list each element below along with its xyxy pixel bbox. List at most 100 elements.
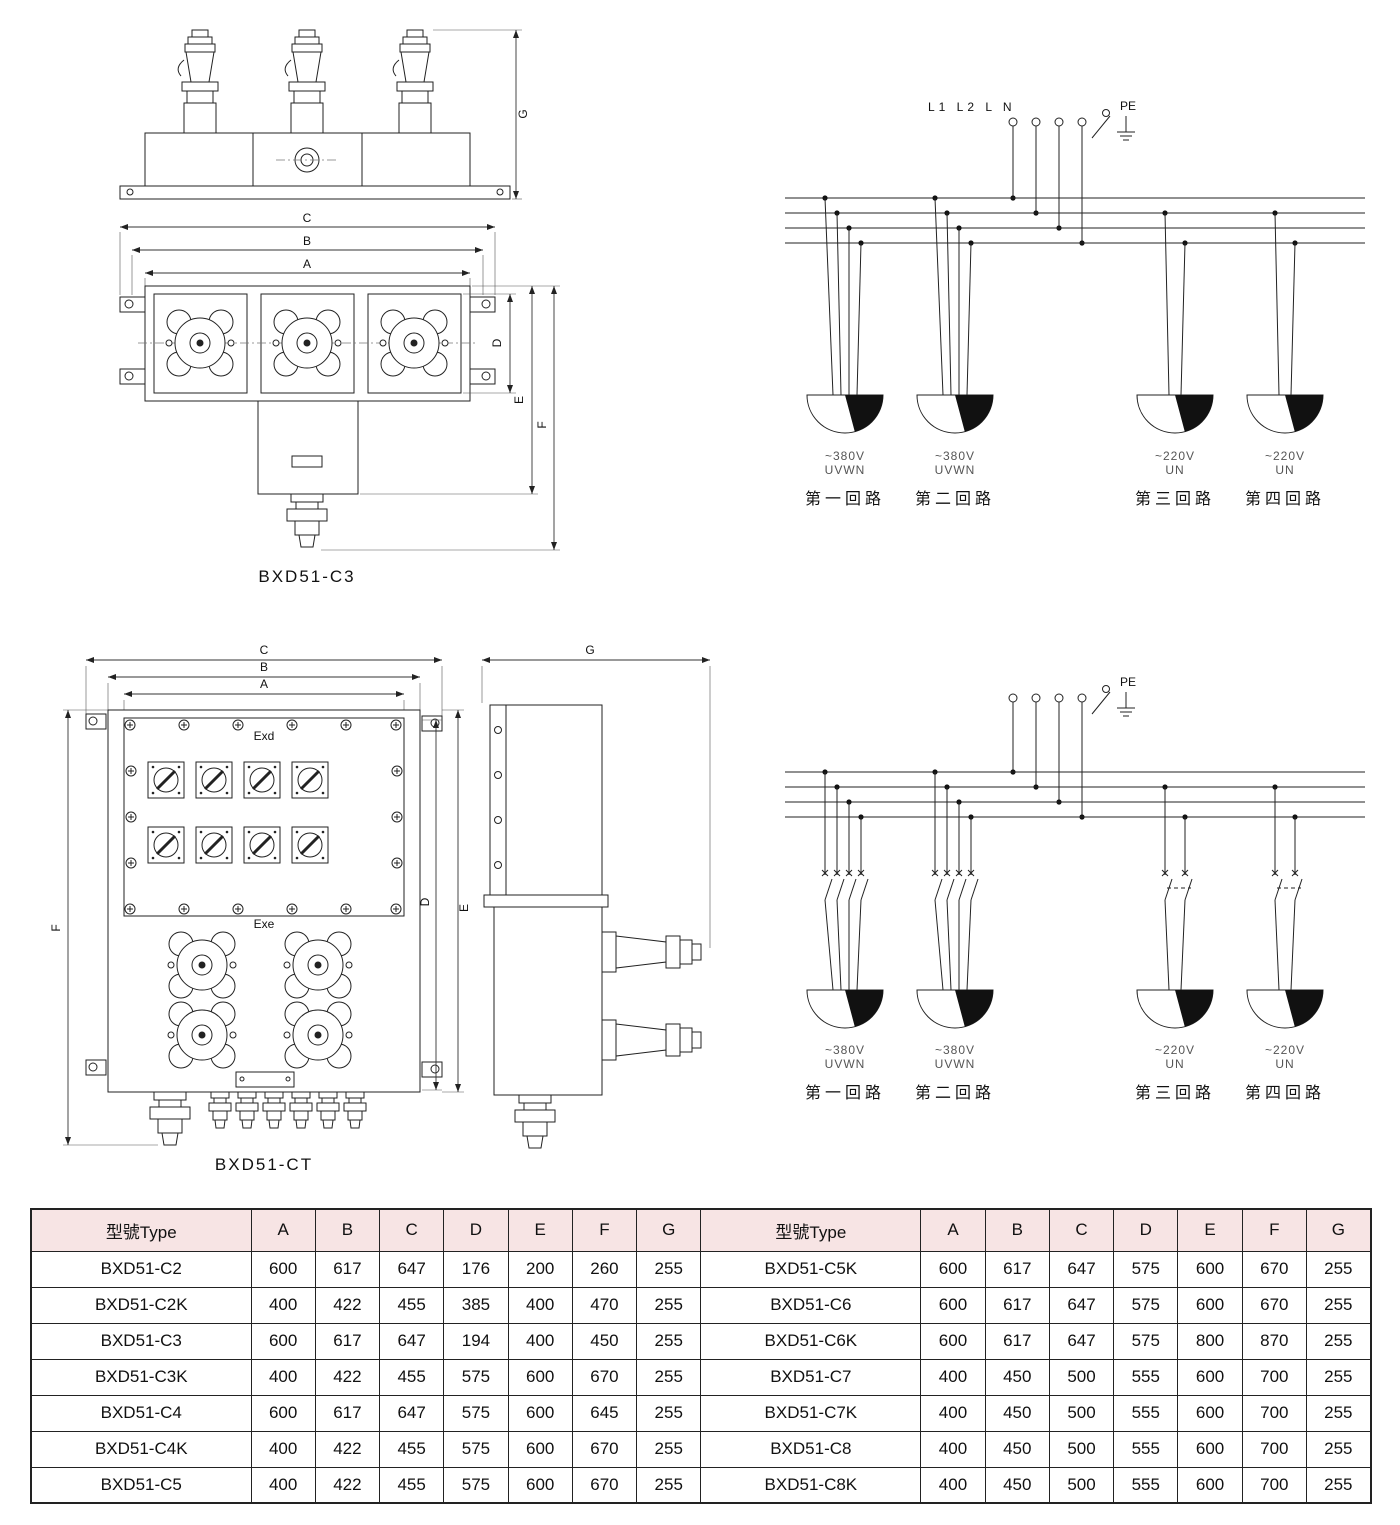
value-cell: 645 <box>571 1394 638 1432</box>
value-cell: 600 <box>1177 1430 1243 1468</box>
header-cell: A <box>920 1208 986 1252</box>
value-cell: 555 <box>1113 1394 1179 1432</box>
dim-label-a: A <box>303 257 311 271</box>
value-cell: 600 <box>507 1394 573 1432</box>
outlet-terminals: UVWN <box>825 1057 866 1071</box>
pe-label: PE <box>1120 99 1136 113</box>
value-cell: 255 <box>636 1430 702 1468</box>
value-cell: 455 <box>379 1430 445 1468</box>
table-row: BXD51-C2K 400 422 455 385 400 470 255 BX… <box>30 1286 1372 1324</box>
circuit-diagram-2: PE ~380V UVWN 第一回路 <box>785 675 1365 1102</box>
value-cell: 600 <box>1177 1394 1243 1432</box>
dim-label-f: F <box>535 421 549 428</box>
value-cell: 700 <box>1241 1466 1307 1504</box>
value-cell: 600 <box>1177 1250 1243 1288</box>
value-cell: 176 <box>443 1250 509 1288</box>
outlet-voltage: ~220V <box>1155 449 1195 463</box>
value-cell: 500 <box>1048 1430 1115 1468</box>
value-cell: 700 <box>1241 1394 1307 1432</box>
value-cell: 255 <box>636 1286 702 1324</box>
figure-bxd51-c3: G C B A <box>119 29 560 586</box>
model-cell: BXD51-C5 <box>30 1466 252 1504</box>
header-cell: F <box>1241 1208 1307 1252</box>
value-cell: 260 <box>571 1250 638 1288</box>
header-cell: A <box>250 1208 316 1252</box>
dim-label-b: B <box>303 234 311 248</box>
value-cell: 575 <box>443 1466 509 1504</box>
value-cell: 422 <box>314 1358 381 1396</box>
circuit-name: 第三回路 <box>1135 1084 1215 1102</box>
value-cell: 500 <box>1048 1394 1115 1432</box>
value-cell: 575 <box>443 1358 509 1396</box>
value-cell: 255 <box>1305 1466 1372 1504</box>
value-cell: 575 <box>1113 1322 1179 1360</box>
value-cell: 450 <box>984 1466 1050 1504</box>
model-cell: BXD51-C6K <box>700 1322 922 1360</box>
value-cell: 400 <box>920 1358 986 1396</box>
value-cell: 600 <box>507 1430 573 1468</box>
value-cell: 670 <box>571 1358 638 1396</box>
spec-table: 型號Type A B C D E F G 型號Type A B C D E F … <box>30 1208 1372 1504</box>
ct-side-view: G <box>481 643 711 1149</box>
value-cell: 647 <box>379 1394 445 1432</box>
table-row: BXD51-C3K 400 422 455 575 600 670 255 BX… <box>30 1358 1372 1396</box>
value-cell: 617 <box>314 1250 381 1288</box>
value-cell: 455 <box>379 1286 445 1324</box>
value-cell: 400 <box>920 1394 986 1432</box>
value-cell: 400 <box>920 1466 986 1504</box>
value-cell: 670 <box>1241 1286 1307 1324</box>
circuit-name: 第二回路 <box>915 1084 995 1102</box>
value-cell: 600 <box>920 1286 986 1324</box>
value-cell: 700 <box>1241 1430 1307 1468</box>
value-cell: 194 <box>443 1322 509 1360</box>
value-cell: 600 <box>507 1358 573 1396</box>
dim-label-c: C <box>260 643 269 657</box>
outlet-voltage: ~220V <box>1155 1043 1195 1057</box>
value-cell: 555 <box>1113 1466 1179 1504</box>
model-cell: BXD51-C8 <box>700 1430 922 1468</box>
outlet-voltage: ~380V <box>935 449 975 463</box>
header-cell: B <box>314 1208 381 1252</box>
value-cell: 600 <box>507 1466 573 1504</box>
circuit-name: 第四回路 <box>1245 490 1325 508</box>
value-cell: 255 <box>1305 1430 1372 1468</box>
value-cell: 400 <box>250 1466 316 1504</box>
header-cell: E <box>1177 1208 1243 1252</box>
outlet-voltage: ~220V <box>1265 449 1305 463</box>
value-cell: 600 <box>920 1250 986 1288</box>
header-cell: F <box>571 1208 638 1252</box>
value-cell: 470 <box>571 1286 638 1324</box>
dim-label-g: G <box>516 109 530 118</box>
value-cell: 455 <box>379 1358 445 1396</box>
value-cell: 450 <box>984 1430 1050 1468</box>
model-cell: BXD51-C7 <box>700 1358 922 1396</box>
circuit-name: 第一回路 <box>805 1084 885 1102</box>
outlet-voltage: ~380V <box>825 449 865 463</box>
value-cell: 600 <box>250 1394 316 1432</box>
dim-label-g: G <box>585 643 594 657</box>
header-cell: C <box>1048 1208 1115 1252</box>
value-cell: 600 <box>920 1322 986 1360</box>
value-cell: 647 <box>379 1250 445 1288</box>
model-cell: BXD51-C3 <box>30 1322 252 1360</box>
header-cell: G <box>1305 1208 1372 1252</box>
value-cell: 455 <box>379 1466 445 1504</box>
figure2-caption: BXD51-CT <box>215 1155 313 1174</box>
value-cell: 670 <box>571 1430 638 1468</box>
value-cell: 422 <box>314 1466 381 1504</box>
value-cell: 617 <box>314 1322 381 1360</box>
value-cell: 870 <box>1241 1322 1307 1360</box>
outlet-voltage: ~220V <box>1265 1043 1305 1057</box>
value-cell: 400 <box>250 1286 316 1324</box>
outlet-terminals: UN <box>1275 463 1294 477</box>
dim-label-d: D <box>490 338 504 347</box>
value-cell: 555 <box>1113 1358 1179 1396</box>
value-cell: 255 <box>636 1466 702 1504</box>
table-row: BXD51-C3 600 617 647 194 400 450 255 BXD… <box>30 1322 1372 1360</box>
header-cell: D <box>443 1208 509 1252</box>
model-cell: BXD51-C6 <box>700 1286 922 1324</box>
value-cell: 617 <box>314 1394 381 1432</box>
c3-top-view: G <box>119 29 530 200</box>
table-row: BXD51-C4 600 617 647 575 600 645 255 BXD… <box>30 1394 1372 1432</box>
